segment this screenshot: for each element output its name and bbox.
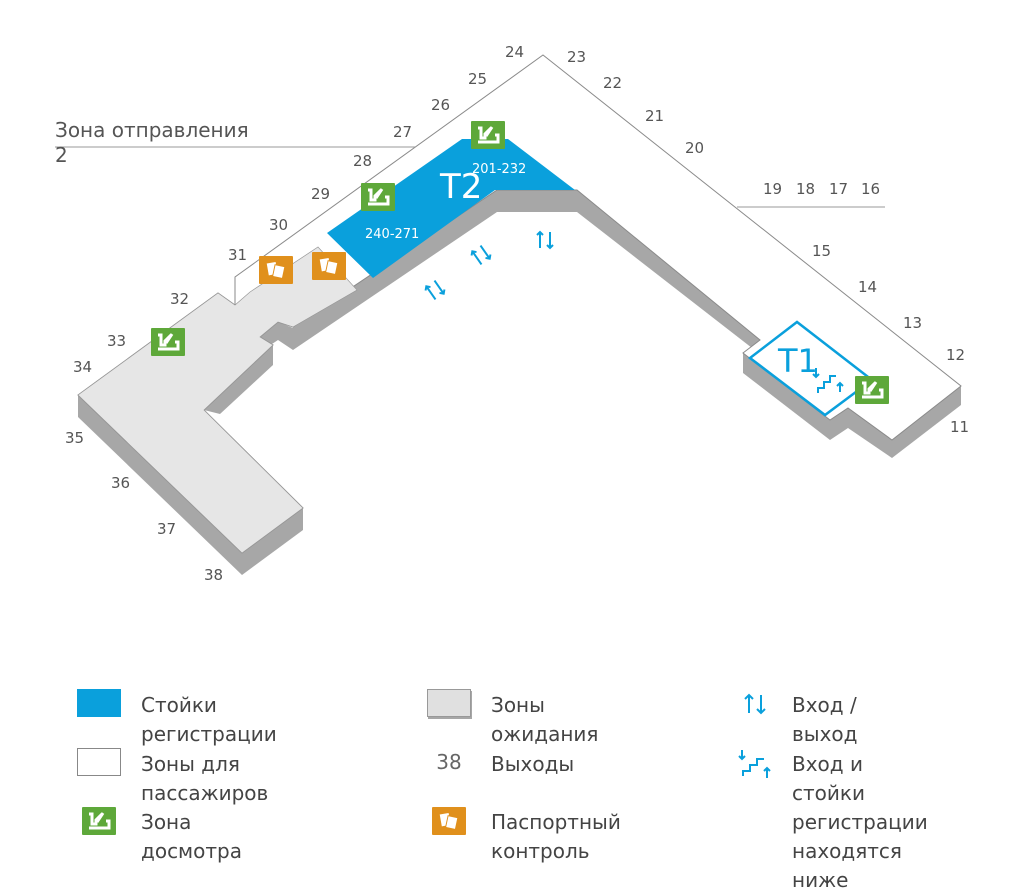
- gate-label: 36: [111, 474, 130, 492]
- security-icon: [149, 326, 187, 358]
- gate-sample: 38: [436, 750, 462, 774]
- gate-label: 32: [170, 290, 189, 308]
- gate-label: 27: [393, 123, 412, 141]
- gate-label: 33: [107, 332, 126, 350]
- legend-passenger: Зоны для пассажиров: [77, 748, 268, 805]
- gate-label: 31: [228, 246, 247, 264]
- gate-label: 25: [468, 70, 487, 88]
- passport-control-icon: [258, 255, 294, 285]
- stairs-icon: [738, 750, 771, 778]
- stairs-icon: [812, 368, 844, 393]
- gate-label: 12: [946, 346, 965, 364]
- checkin-swatch: [77, 689, 121, 717]
- gate-label: 37: [157, 520, 176, 538]
- gate-labels: 11 12 13 14 15 16 17 18 19 20 21 22 23 2…: [65, 43, 969, 584]
- legend-label: Вход / выход: [792, 693, 858, 746]
- legend-label: Стойки регистрации: [141, 693, 277, 746]
- legend-label: Зоны для пассажиров: [141, 752, 269, 805]
- gate-label: 18: [796, 180, 815, 198]
- gate-label: 20: [685, 139, 704, 157]
- gate-label: 30: [269, 216, 288, 234]
- gate-label: 11: [950, 418, 969, 436]
- gate-label: 38: [204, 566, 223, 584]
- gate-label: 29: [311, 185, 330, 203]
- gate-label: 19: [763, 180, 782, 198]
- legend-passport: Паспортный контроль: [427, 806, 621, 863]
- legend-label: Зоны ожидания: [491, 693, 599, 746]
- zone-title: Зона отправления: [55, 118, 249, 142]
- passport-control-icon: [311, 251, 347, 281]
- departure-zone-label: Зона отправления 2: [55, 118, 249, 168]
- gate-label: 14: [858, 278, 877, 296]
- gate-label: 13: [903, 314, 922, 332]
- waiting-zone: [77, 246, 358, 554]
- gate-label: 28: [353, 152, 372, 170]
- legend-label: Выходы: [491, 752, 575, 776]
- gate-label: 15: [812, 242, 831, 260]
- legend-label: Зона досмотра: [141, 810, 242, 863]
- entrance-icon: [744, 693, 766, 715]
- gate-label: 35: [65, 429, 84, 447]
- legend-entrance-below: Вход и стойки регистрации находятся ниже: [737, 748, 928, 892]
- gate-label: 23: [567, 48, 586, 66]
- gate-label: 24: [505, 43, 524, 61]
- entrance-icon: [424, 280, 446, 300]
- gate-label: 22: [603, 74, 622, 92]
- gate-label: 17: [829, 180, 848, 198]
- legend-checkin: Стойки регистрации: [77, 689, 277, 746]
- legend-security: Зона досмотра: [77, 806, 242, 863]
- checkin-zone-t2: [327, 139, 575, 278]
- security-icon: [853, 374, 891, 406]
- gate-label: 16: [861, 180, 880, 198]
- gate-label: 26: [431, 96, 450, 114]
- legend-gates: 38 Выходы: [427, 748, 574, 777]
- counters-label: 240-271: [365, 227, 419, 242]
- passport-control-icon: [431, 806, 467, 836]
- legend-label: Паспортный контроль: [491, 810, 621, 863]
- legend-label: Вход и стойки регистрации находятся ниже: [792, 752, 928, 892]
- security-icon: [359, 181, 397, 213]
- security-icon: [80, 806, 118, 836]
- terminal-t1-label: T1: [777, 342, 818, 380]
- legend-entrance: Вход / выход: [737, 689, 857, 746]
- counters-label: 201-232: [472, 162, 526, 177]
- security-icon: [469, 119, 507, 151]
- entrance-icon: [470, 245, 492, 265]
- waiting-swatch: [427, 689, 471, 717]
- passenger-swatch: [77, 748, 121, 776]
- gate-label: 21: [645, 107, 664, 125]
- legend-waiting: Зоны ожидания: [427, 689, 598, 746]
- zone-number: 2: [55, 143, 68, 167]
- terminal-t2-label: T2: [439, 167, 482, 207]
- entrance-icon: [536, 230, 554, 250]
- gate-label: 34: [73, 358, 92, 376]
